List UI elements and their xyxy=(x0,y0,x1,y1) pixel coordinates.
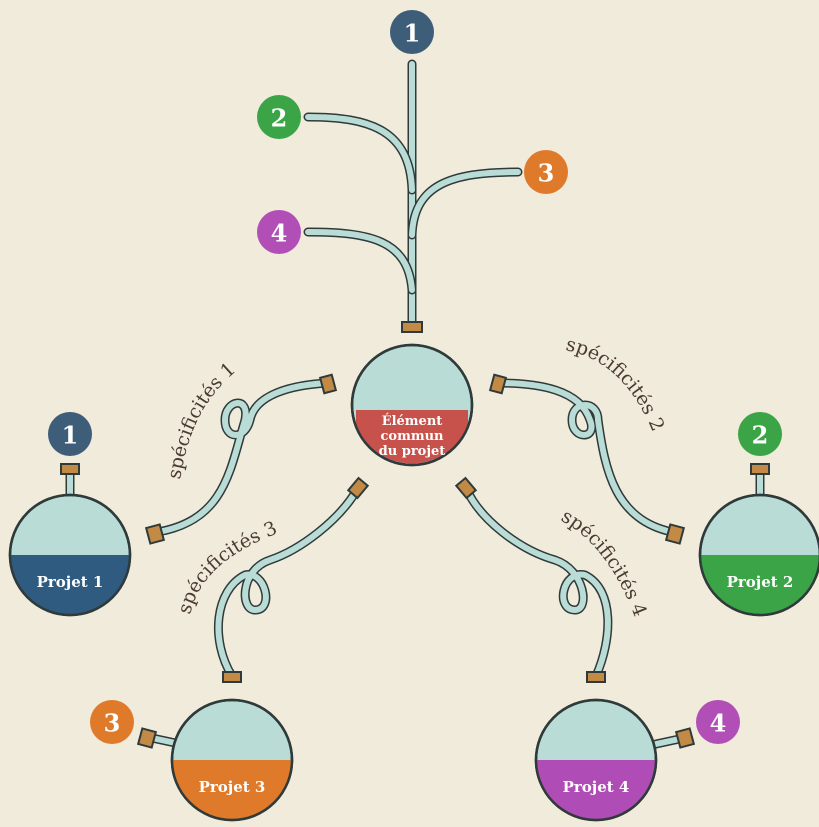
projet-3-label: Projet 3 xyxy=(199,778,266,796)
projet-4-cork-side xyxy=(674,727,696,749)
badge-branch-3: 3 xyxy=(524,150,568,194)
projet-1-liquid xyxy=(10,555,130,615)
projet-4-label: Projet 4 xyxy=(563,778,630,796)
flask-projet-3: Projet 3 xyxy=(136,671,294,822)
cork-left xyxy=(318,373,338,395)
badge-branch-2: 2 xyxy=(257,95,301,139)
svg-text:4: 4 xyxy=(271,219,288,248)
projet-1-cork-side xyxy=(144,523,166,545)
projet-2-cork-side xyxy=(664,523,686,545)
svg-text:3: 3 xyxy=(104,709,121,738)
flask-projet-4: Projet 4 xyxy=(534,671,696,822)
cork-bottom-left xyxy=(346,476,370,500)
svg-text:4: 4 xyxy=(710,709,727,738)
projet-4-liquid xyxy=(536,760,656,820)
projet-4-cork-top xyxy=(586,671,606,683)
center-label-line2: commun xyxy=(380,429,444,444)
badge-projet-3: 3 xyxy=(90,700,134,744)
projet-2-liquid xyxy=(700,555,819,615)
svg-text:2: 2 xyxy=(752,421,769,450)
center-label-line1: Élément xyxy=(382,413,443,429)
projet-1-cork-top xyxy=(60,463,80,475)
center-label-line3: du projet xyxy=(379,444,446,459)
center-flask: Élément commun du projet xyxy=(318,321,508,500)
badge-top-1: 1 xyxy=(390,10,434,54)
svg-text:1: 1 xyxy=(404,19,421,48)
cork-bottom-right xyxy=(454,476,478,500)
projet-2-cork-top xyxy=(750,463,770,475)
cork-top xyxy=(401,321,423,333)
projet-3-liquid xyxy=(172,760,292,820)
svg-text:3: 3 xyxy=(538,159,555,188)
specificites-2-label: spécificités 2 xyxy=(564,333,669,434)
projet-3-cork-side xyxy=(136,727,158,749)
svg-text:1: 1 xyxy=(62,421,79,450)
svg-text:2: 2 xyxy=(271,104,288,133)
cork-right xyxy=(488,373,508,395)
flask-projet-1: Projet 1 xyxy=(8,463,166,617)
projet-3-cork-top xyxy=(222,671,242,683)
center-flask-liquid xyxy=(356,410,468,464)
badge-projet-4: 4 xyxy=(696,700,740,744)
badge-projet-1: 1 xyxy=(48,412,92,456)
projet-1-label: Projet 1 xyxy=(37,573,104,591)
projet-2-label: Projet 2 xyxy=(727,573,794,591)
badge-projet-2: 2 xyxy=(738,412,782,456)
flask-projet-2: Projet 2 xyxy=(664,463,819,617)
badge-branch-4: 4 xyxy=(257,210,301,254)
